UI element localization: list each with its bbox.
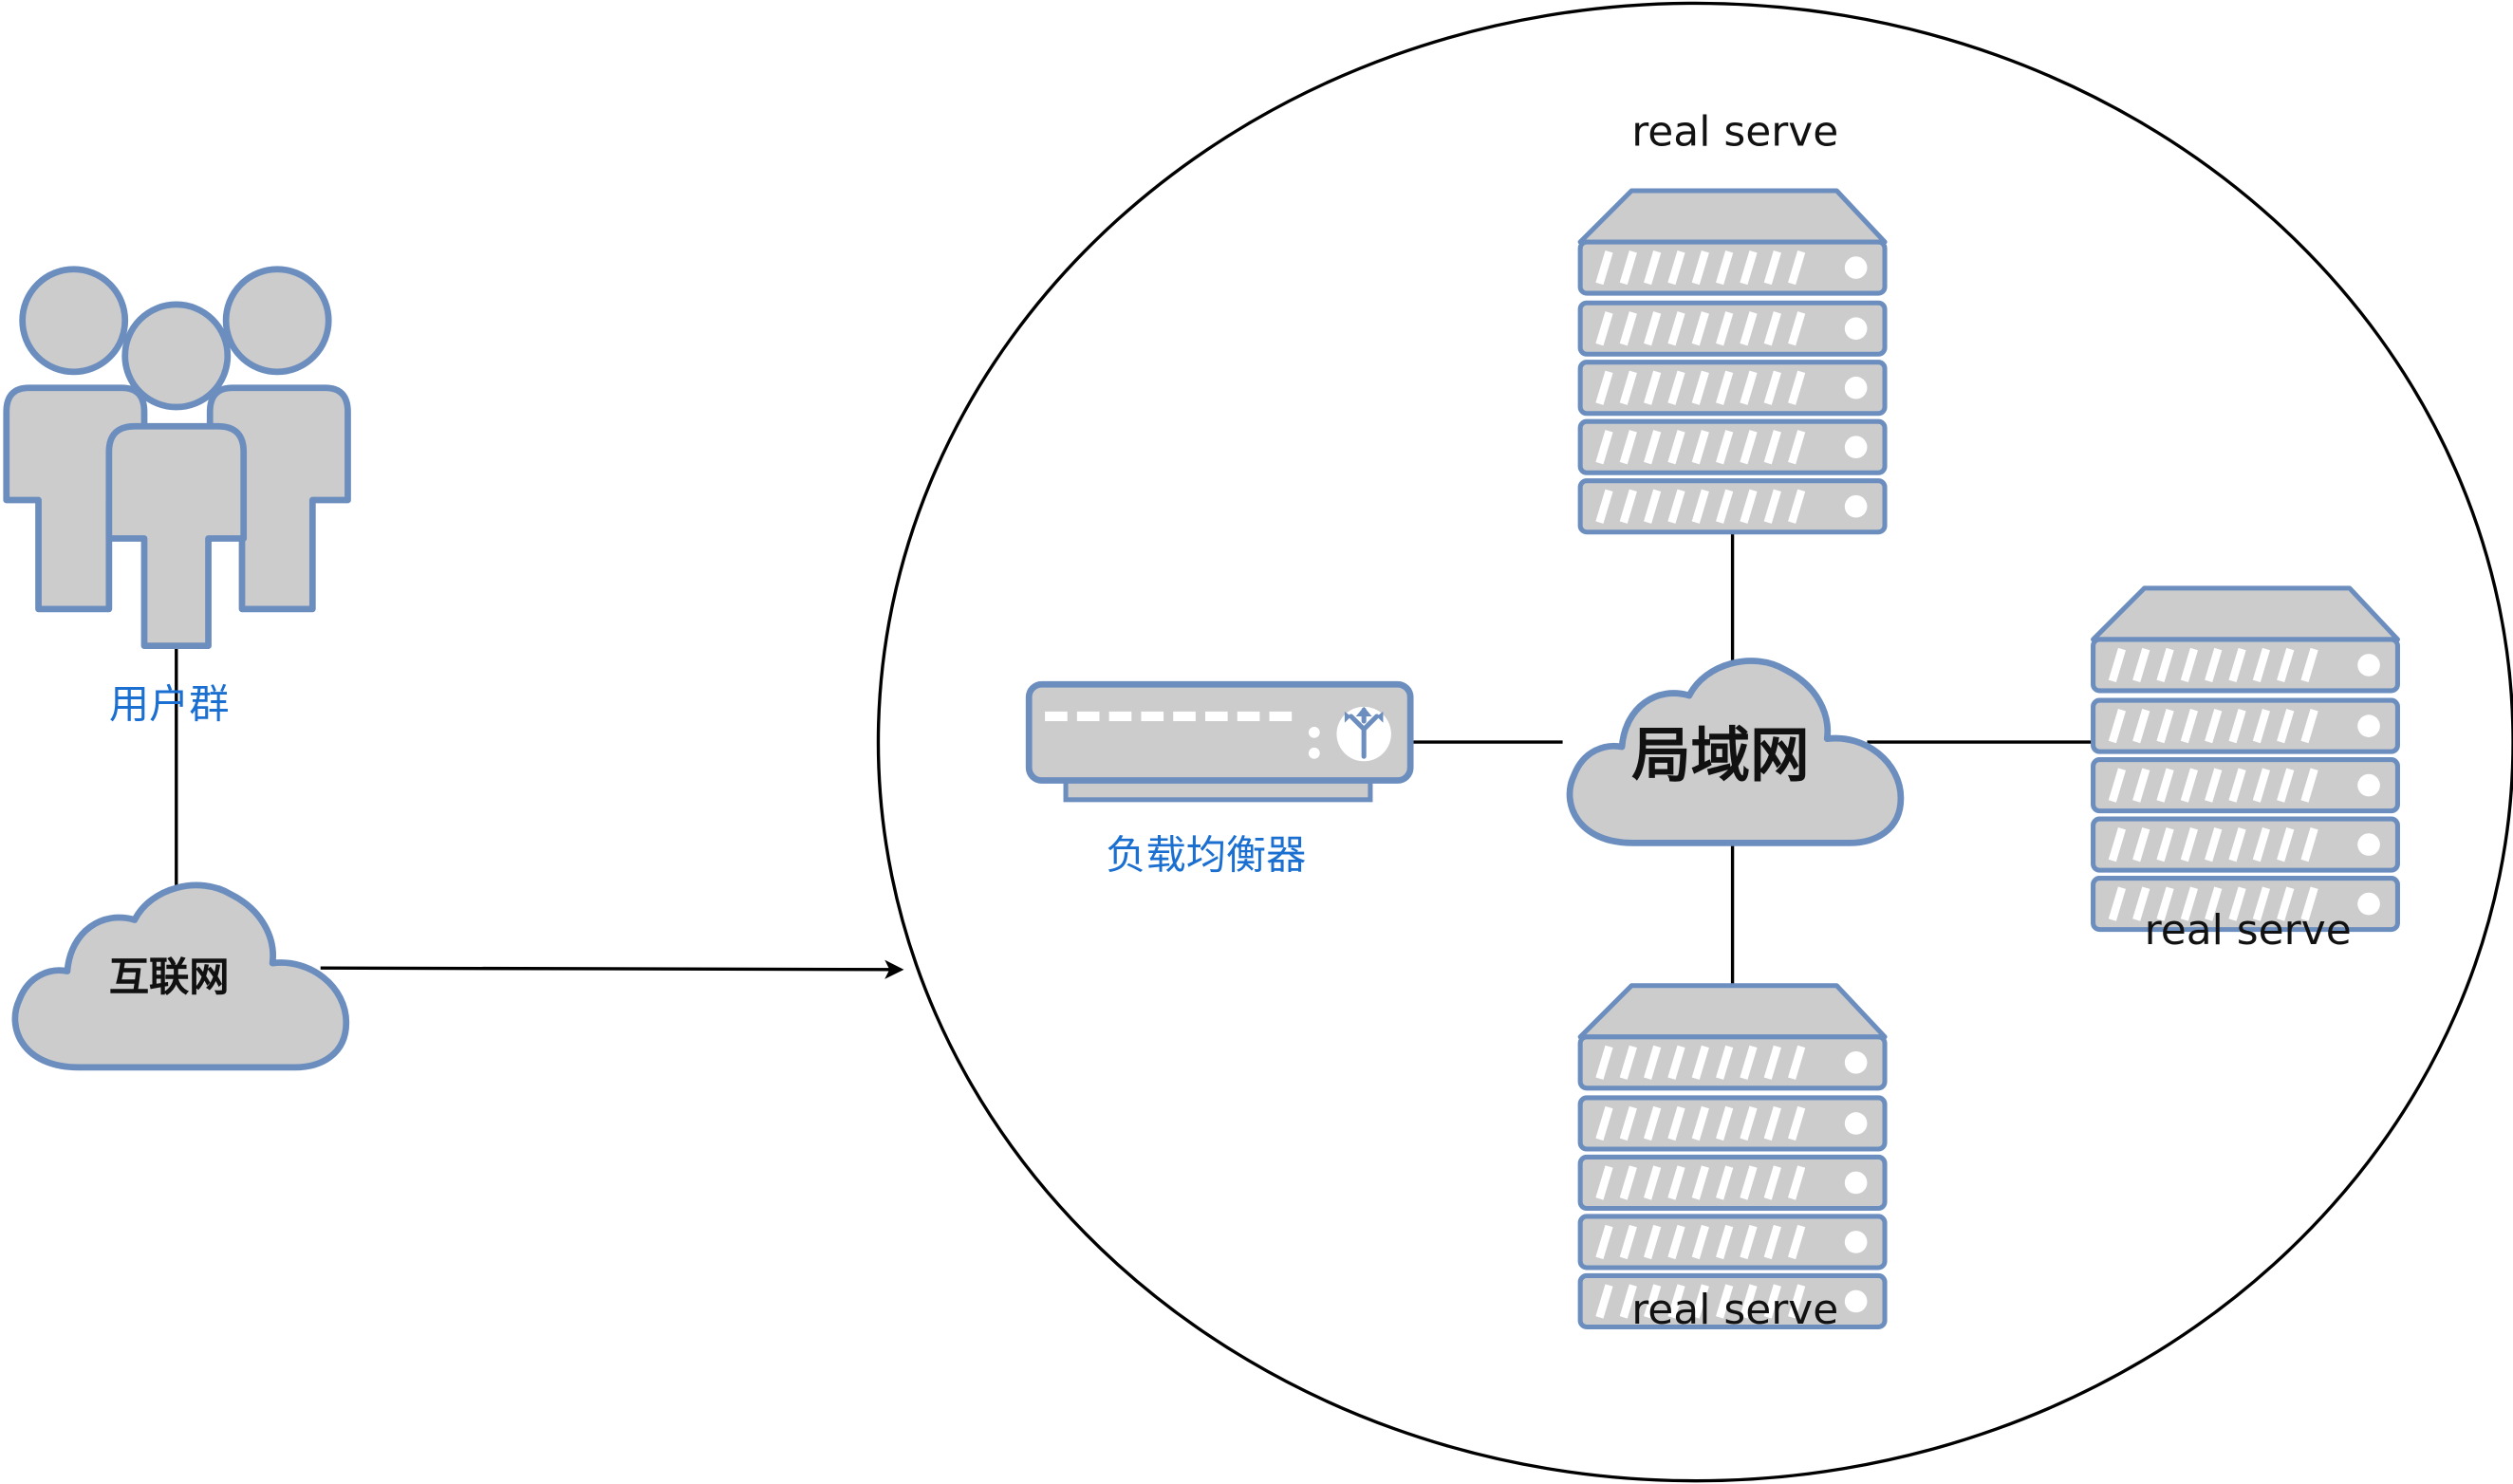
server-bottom-icon [1580,986,1885,1327]
users-icon [3,266,351,650]
edge-internet-lan-zone [320,959,904,979]
users-label: 用户群 [108,680,230,728]
lan-zone-ellipse [877,1,2513,1483]
server-bottom-label: real serve [1631,1287,1839,1335]
lan-label: 局域网 [1631,721,1810,790]
server-top-icon [1580,191,1885,532]
internet-label: 互联网 [108,953,230,1000]
load-balancer-icon [1025,680,1414,803]
load-balancer-label: 负载均衡器 [1106,831,1307,879]
server-right-label: real serve [2144,906,2352,955]
server-top-label: real serve [1631,108,1839,158]
server-right-icon [2094,588,2398,930]
